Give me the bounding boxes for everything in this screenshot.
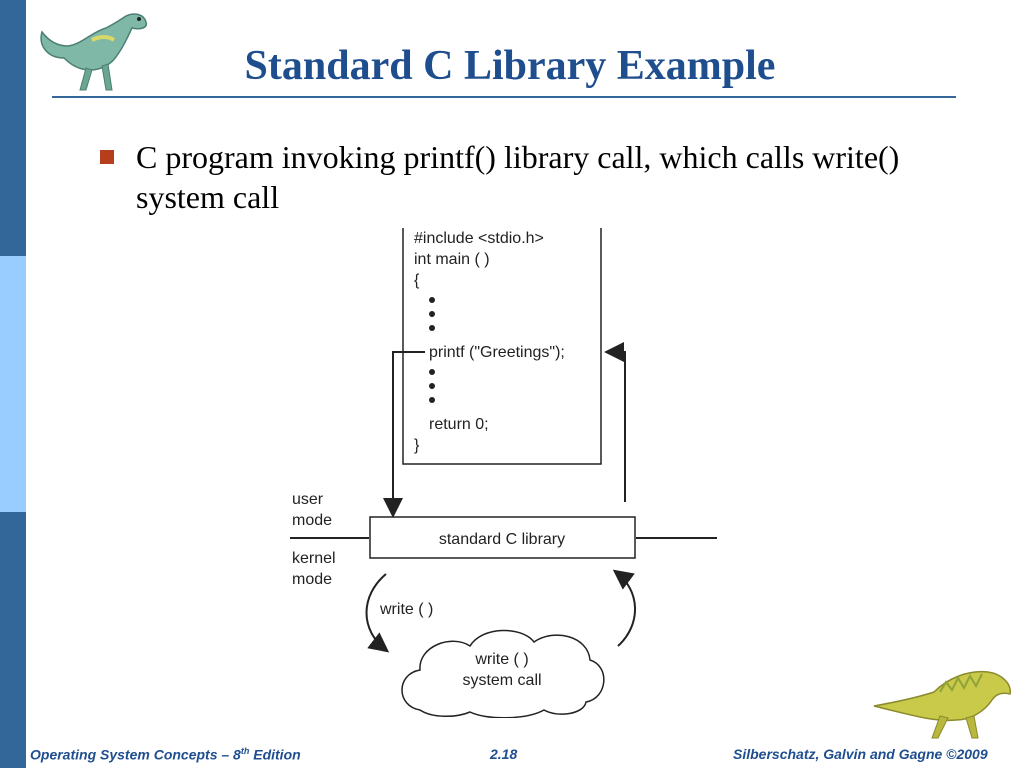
footer-copyright: Silberschatz, Galvin and Gagne ©2009 xyxy=(733,746,988,762)
footer-page-number: 2.18 xyxy=(490,746,518,762)
kernel-mode-label: mode xyxy=(292,571,332,588)
code-line: int main ( ) xyxy=(414,251,490,268)
ellipsis-dot xyxy=(429,325,435,331)
write-call-arrow xyxy=(365,573,390,653)
ellipsis-dot xyxy=(429,397,435,403)
cloud-label: system call xyxy=(462,672,541,689)
dinosaur-icon xyxy=(40,13,148,91)
side-bar-highlight xyxy=(0,256,26,512)
dinosaur-icon xyxy=(873,670,1011,739)
footer-book-title: Operating System Concepts – 8th Edition xyxy=(30,746,301,763)
user-mode-label: mode xyxy=(292,512,332,529)
code-box xyxy=(402,228,602,465)
code-line: } xyxy=(414,437,420,454)
write-label: write ( ) xyxy=(379,601,433,618)
slide-title: Standard C Library Example xyxy=(244,43,776,89)
code-line: { xyxy=(414,272,420,289)
ellipsis-dot xyxy=(429,311,435,317)
code-line: printf ("Greetings"); xyxy=(429,344,565,361)
standard-c-library-label: standard C library xyxy=(439,531,565,548)
title-divider xyxy=(52,96,956,98)
ellipsis-dot xyxy=(429,297,435,303)
return-arrow xyxy=(604,342,626,502)
cloud-label: write ( ) xyxy=(474,651,528,668)
code-line: #include <stdio.h> xyxy=(414,230,544,247)
code-line: return 0; xyxy=(429,416,489,433)
ellipsis-dot xyxy=(429,383,435,389)
syscall-diagram: #include <stdio.h> int main ( ) { printf… xyxy=(290,228,717,718)
system-call-cloud xyxy=(401,629,605,718)
standard-c-library-box xyxy=(369,516,636,559)
write-return-arrow xyxy=(612,569,636,647)
call-arrow xyxy=(383,351,425,518)
kernel-mode-label: kernel xyxy=(292,550,336,567)
ellipsis-dot xyxy=(429,369,435,375)
user-mode-label: user xyxy=(292,491,324,508)
bullet-text: C program invoking printf() library call… xyxy=(136,139,900,215)
bullet-marker xyxy=(100,150,114,164)
